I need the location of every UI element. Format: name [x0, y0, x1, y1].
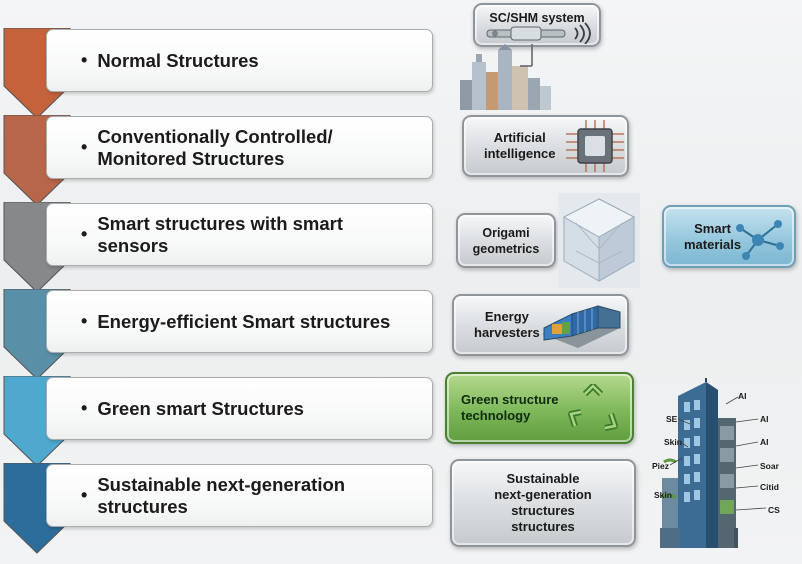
smart-materials-badge: Smart materials — [662, 205, 796, 268]
level-label: Green smart Structures — [97, 397, 304, 419]
sustainable-label: Sustainable next-generation structures s… — [494, 471, 592, 534]
smart-materials-label: Smart materials — [684, 220, 742, 252]
origami-label: Origami geometrics — [472, 225, 540, 256]
shm-system-label: SC/SHM system — [489, 11, 585, 25]
callout-lines — [669, 396, 767, 511]
sensor-tube-icon — [486, 22, 591, 44]
building-label-piez: Piez — [652, 461, 670, 471]
bullet: • — [81, 50, 88, 70]
sustainable-badge: Sustainable next-generation structures s… — [450, 459, 636, 547]
ai-badge: Artificial intelligence — [462, 115, 629, 177]
level-label: Normal Structures — [97, 49, 259, 71]
level-card-green: • Green smart Structures — [46, 377, 433, 440]
building-label-skin: Skin — [664, 437, 682, 447]
building-label-skin: Skin — [654, 490, 672, 500]
building-label-se: SE — [666, 414, 678, 424]
origami-badge: Origami geometrics — [456, 213, 556, 268]
chip-icon — [566, 120, 624, 172]
level-label: Conventionally Controlled/ Monitored Str… — [97, 125, 333, 169]
recycle-icon — [568, 384, 618, 431]
origami-cube-icon — [558, 193, 640, 288]
level-label: Smart structures with smart sensors — [97, 212, 344, 256]
shm-system-badge: SC/SHM system — [473, 3, 601, 47]
building-label-cs: CS — [768, 505, 780, 515]
building-label-ai: AI — [738, 391, 747, 401]
green-technology-badge: Green structure technology — [445, 372, 634, 444]
building-label-soar: Soar — [760, 461, 779, 471]
smart-building-icon — [660, 378, 738, 548]
green-technology-label: Green structure technology — [461, 392, 559, 423]
energy-harvesters-label: Energy harvesters — [474, 309, 540, 340]
level-card-sustainable: • Sustainable next-generation structures — [46, 464, 433, 527]
bullet: • — [81, 137, 88, 157]
level-card-energy-efficient: • Energy-efficient Smart structures — [46, 290, 433, 353]
building-label-ai: AI — [760, 437, 769, 447]
bullet: • — [81, 224, 88, 244]
molecule-icon — [736, 220, 784, 260]
level-card-conventional: • Conventionally Controlled/ Monitored S… — [46, 116, 433, 179]
bullet: • — [81, 311, 88, 331]
solar-panel-icon — [542, 305, 621, 348]
level-card-smart-sensors: • Smart structures with smart sensors — [46, 203, 433, 266]
ai-label: Artificial intelligence — [484, 130, 556, 161]
bullet: • — [81, 398, 88, 418]
level-label: Energy-efficient Smart structures — [97, 310, 391, 332]
skyline-icon — [460, 44, 551, 110]
building-label-ai: AI — [760, 414, 769, 424]
level-card-normal: • Normal Structures — [46, 29, 433, 92]
bullet: • — [81, 485, 88, 505]
level-label: Sustainable next-generation structures — [97, 473, 346, 517]
building-label-citid: Citid — [760, 482, 779, 492]
